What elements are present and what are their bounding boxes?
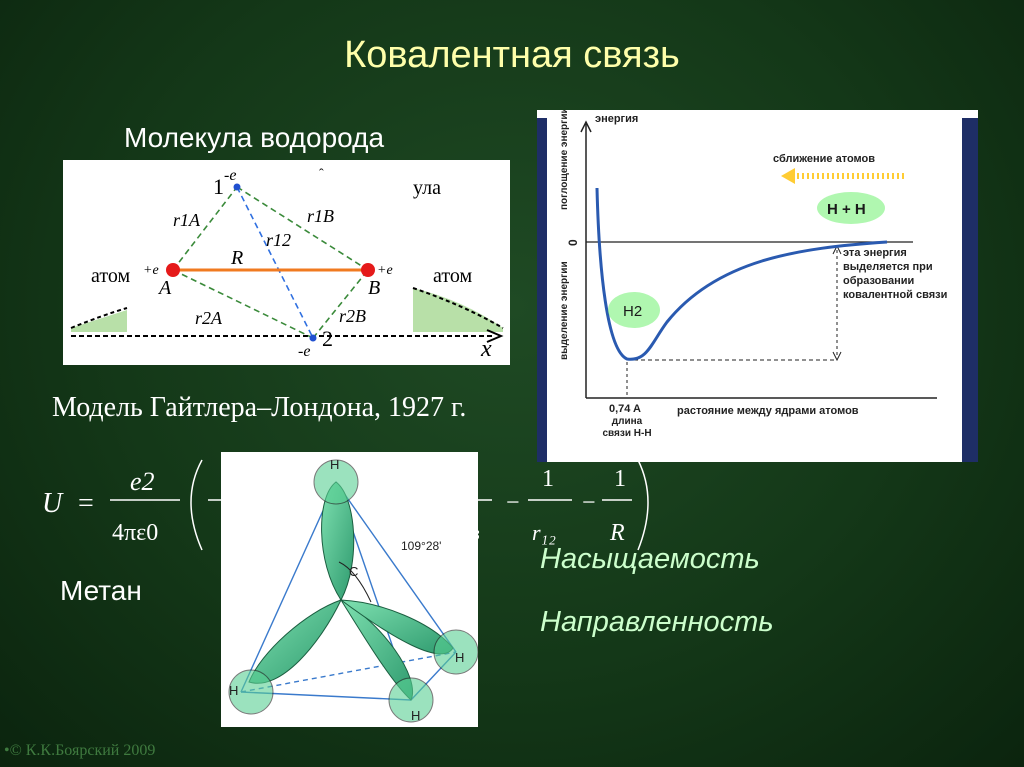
bond-length-caption-box: длина связи Н-Н — [602, 416, 652, 439]
term6-num: 1 — [614, 466, 626, 492]
caret-mark: ˆ — [319, 167, 324, 182]
term5-num: 1 — [542, 466, 554, 492]
electron1-label: 1 — [213, 174, 224, 199]
y-axis-arrow-icon — [580, 120, 592, 133]
hydrogen-bottom — [388, 677, 434, 723]
edge-left-right — [240, 651, 457, 693]
approach-label: сближение атомов — [773, 153, 875, 165]
hydrogen-top-label: H — [330, 457, 339, 472]
left-atom-label: атом — [91, 265, 130, 287]
h2-glow — [608, 292, 660, 328]
absorption-label: поглощение энергии — [559, 110, 570, 210]
term5-den: r₁₂ — [532, 520, 556, 545]
y-axis-title: энергия — [595, 113, 638, 125]
nucleus-a — [166, 263, 180, 277]
hydrogen-molecule-svg: x атом атом ула ˆ 1 -e 2 -e +e +e A B R … — [70, 167, 504, 362]
hydrogen-left-label: H — [229, 683, 238, 698]
hydrogen-top — [313, 459, 359, 505]
energy-diagram: энергия поглощение энергии выделение эне… — [537, 107, 978, 462]
x-axis-title: растояние между ядрами атомов — [677, 405, 859, 417]
r12-label: r12 — [266, 230, 291, 250]
proton-a-charge: +e — [143, 263, 159, 278]
electron1-charge: -e — [224, 167, 236, 184]
R-label: R — [230, 247, 243, 269]
carbon-label: C — [349, 564, 358, 579]
left-atom-shade — [71, 310, 127, 332]
r1B-label: r1B — [307, 206, 334, 226]
zero-label: 0 — [566, 239, 580, 246]
proton-b-charge: +e — [377, 263, 393, 278]
plot-bg — [547, 110, 962, 462]
angle-arc — [338, 561, 372, 603]
right-atom-curve — [412, 287, 504, 329]
r2B-label: r2B — [339, 306, 366, 326]
copyright-footer: •© К.К.Боярский 2009 — [4, 742, 156, 759]
right-edge-strip — [962, 118, 978, 462]
slide-title: Ковалентная связь — [344, 34, 680, 76]
formula-equals: = — [78, 488, 94, 519]
right-atom-shade — [413, 288, 503, 332]
hydrogen-molecule-caption: Молекула водорода — [124, 122, 385, 153]
left-paren — [190, 459, 203, 551]
lobe-left — [248, 599, 342, 684]
electron2-label: 2 — [322, 326, 333, 351]
r1A-line — [172, 186, 238, 271]
energy-curve — [595, 187, 888, 361]
x-axis-label: x — [480, 336, 492, 362]
hydrogen-right-label: H — [455, 650, 464, 665]
right-paren — [637, 459, 649, 551]
hydrogen-left — [228, 669, 274, 715]
hydrogen-bottom-label: H — [411, 708, 420, 723]
term5-op: − — [506, 490, 520, 516]
electron2-charge: -e — [298, 343, 310, 360]
formula-numerator: e2 — [130, 467, 155, 496]
r2B-line — [312, 269, 369, 339]
electron-2 — [309, 334, 317, 342]
angle-label: 109°28' — [401, 539, 441, 553]
nucleus-b — [361, 263, 375, 277]
edge-top-right — [335, 481, 457, 653]
h-plus-h-glow — [817, 192, 885, 224]
term6-op: − — [582, 490, 596, 516]
methane-svg: H H H H C 109°28' — [228, 457, 479, 723]
formula-denominator: 4πε0 — [112, 520, 158, 546]
methane-label: Метан — [60, 575, 142, 606]
h2-label: Н2 — [623, 303, 642, 320]
energy-note: эта энергия выделяется при образовании к… — [843, 247, 948, 301]
term6-den: R — [609, 520, 625, 546]
energy-diagram-svg: энергия поглощение энергии выделение эне… — [537, 107, 978, 462]
x-axis-arrow-icon — [486, 329, 504, 343]
approach-arrow-icon — [781, 168, 795, 184]
nucleus-a-label: A — [157, 277, 172, 299]
electron-1 — [233, 183, 241, 191]
r1A-label: r1A — [173, 210, 201, 230]
model-caption: Модель Гайтлера–Лондона, 1927 г. — [52, 392, 467, 423]
r12-line — [236, 186, 314, 339]
formula-lhs: U — [42, 488, 64, 519]
partial-text: ула — [413, 177, 441, 199]
edge-top-left — [240, 481, 337, 693]
r2A-line — [172, 269, 314, 339]
hydrogen-molecule-diagram: x атом атом ула ˆ 1 -e 2 -e +e +e A B R … — [63, 160, 510, 365]
r1B-line — [236, 186, 369, 271]
release-label: выделение энергии — [559, 261, 570, 360]
bond-length-label: 0,74 A — [609, 403, 641, 415]
bond-length-caption: длина связи Н-Н — [602, 416, 652, 439]
nucleus-b-label: B — [368, 277, 380, 299]
r2A-label: r2A — [195, 308, 223, 328]
h-plus-h-label: Н + Н — [827, 201, 866, 218]
right-atom-label: атом — [433, 265, 472, 287]
left-edge-strip — [537, 118, 547, 462]
property-directionality: Направленность — [540, 606, 774, 638]
methane-diagram: H H H H C 109°28' — [221, 452, 479, 727]
energy-note-box: эта энергия выделяется при образовании к… — [843, 247, 948, 301]
property-saturation: Насыщаемость — [540, 543, 760, 575]
